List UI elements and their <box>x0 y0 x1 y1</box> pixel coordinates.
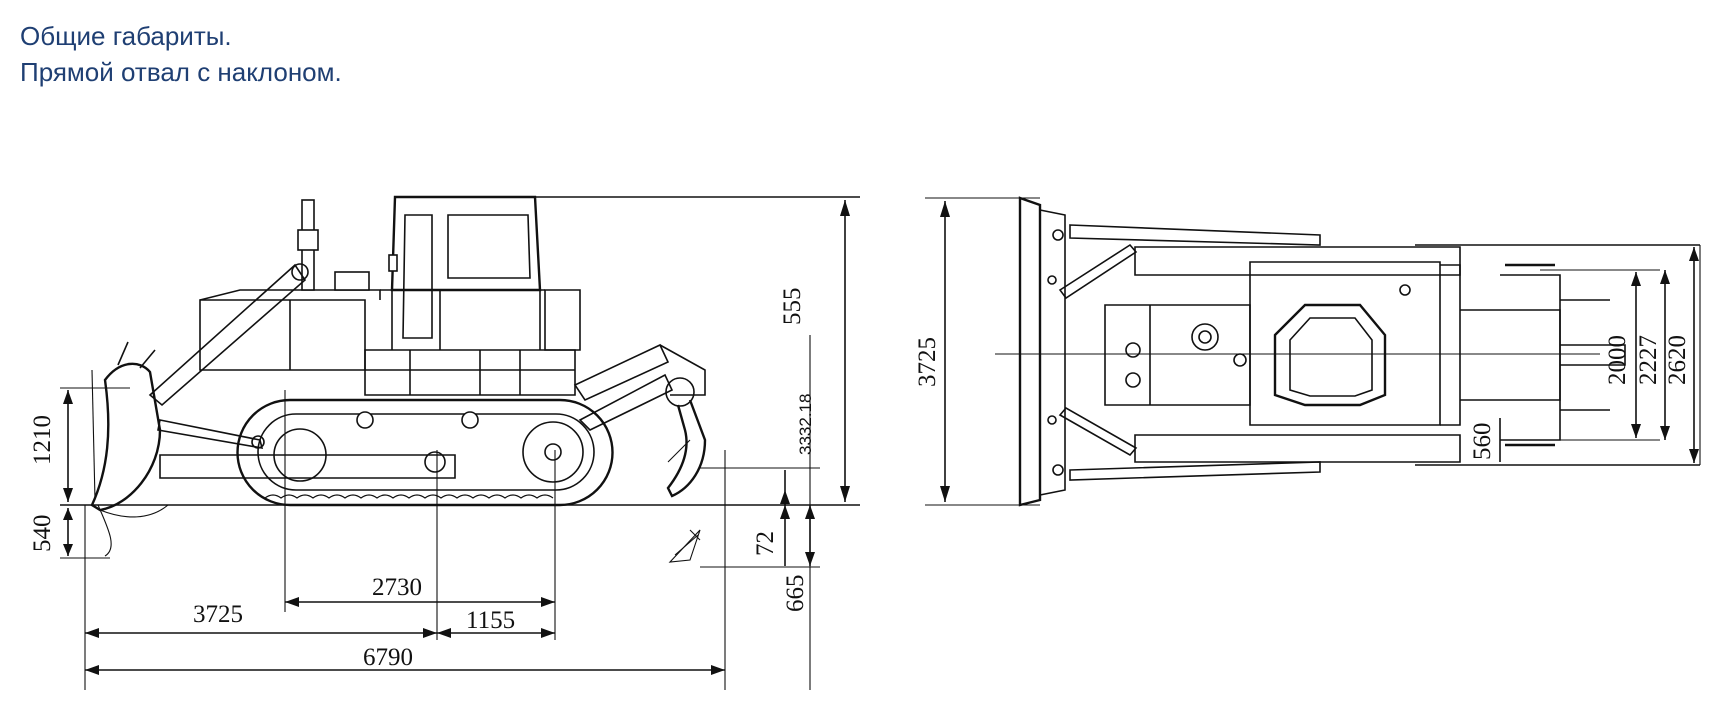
dim-rear-offset: 1155 <box>466 607 515 634</box>
tractor-body <box>199 199 581 396</box>
blade <box>90 341 169 557</box>
track <box>236 398 614 507</box>
dim-inner-width: 2227 <box>1635 335 1662 385</box>
dim-ripper-clearance: 72 <box>752 531 779 556</box>
heading-block: Общие габариты. Прямой отвал с наклоном. <box>20 18 342 90</box>
dim-blade-width: 3725 <box>914 337 941 387</box>
ripper <box>573 343 707 563</box>
cab <box>388 195 542 350</box>
top-view: 3725 2000 2227 2620 560 <box>914 196 1701 507</box>
top-push-arms <box>1058 224 1321 481</box>
dim-front-length: 3725 <box>193 601 243 628</box>
dim-overall-length: 6790 <box>363 644 413 671</box>
top-ripper <box>1460 263 1626 447</box>
top-tracks <box>1134 244 1700 466</box>
dim-track-gauge: 2000 <box>1604 335 1631 385</box>
side-view: 555 3332.18 1210 540 72 665 <box>29 195 860 690</box>
dim-track-base: 2730 <box>372 574 422 601</box>
dim-shoe-width: 560 <box>1469 423 1496 461</box>
dim-height-total: 555 <box>779 288 806 326</box>
dim-outer-width: 2620 <box>1664 335 1691 385</box>
dim-ripper-depth: 665 <box>782 575 809 613</box>
top-dimensions: 3725 2000 2227 2620 560 <box>914 201 1699 502</box>
heading-line-2: Прямой отвал с наклоном. <box>20 57 342 87</box>
top-body <box>1104 261 1461 426</box>
dim-blade-drop: 540 <box>29 515 56 553</box>
dim-blade-height: 1210 <box>29 415 56 465</box>
side-dimensions: 555 3332.18 1210 540 72 665 <box>29 200 850 675</box>
dim-height-mid: 3332.18 <box>796 394 815 455</box>
heading-line-1: Общие габариты. <box>20 21 232 51</box>
top-blade <box>1018 196 1066 507</box>
